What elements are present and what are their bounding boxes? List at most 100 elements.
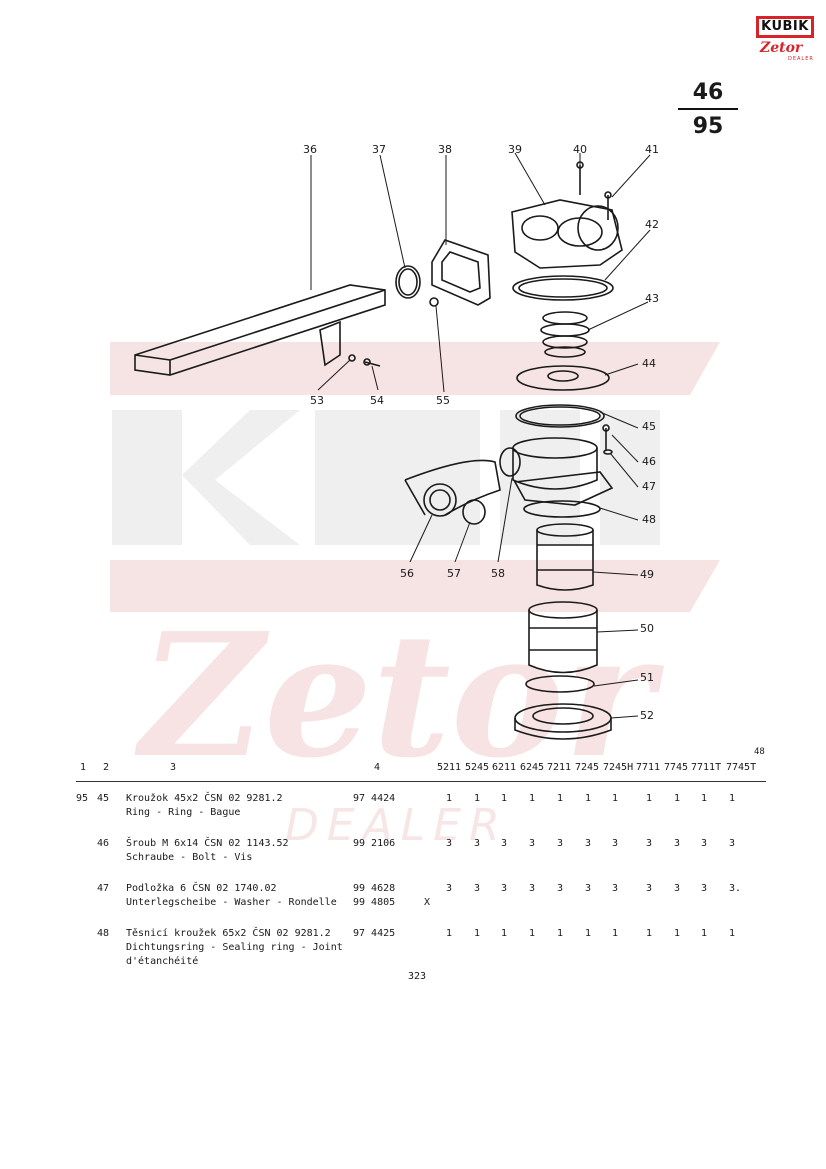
quantity-cell: 3 xyxy=(701,883,708,894)
callout-42: 42 xyxy=(645,218,659,231)
part-54-bolt xyxy=(364,361,381,367)
callout-40: 40 xyxy=(573,143,587,156)
quantity-cell: 1 xyxy=(529,928,536,939)
position-number: 45 xyxy=(97,793,110,804)
position-number: 48 xyxy=(97,928,110,939)
quantity-cell: 3 xyxy=(446,838,453,849)
group-number: 46 xyxy=(692,80,724,105)
callout-51: 51 xyxy=(640,671,654,684)
part-number: 99 2106 xyxy=(353,838,396,849)
callout-58: 58 xyxy=(491,567,505,580)
quantity-cell: 3 xyxy=(701,838,708,849)
part-56-hose xyxy=(404,459,501,517)
quantity-cell: 1 xyxy=(612,793,619,804)
page-fraction-line xyxy=(678,108,738,110)
quantity-cell: 1 xyxy=(557,793,564,804)
part-57-clip xyxy=(462,499,486,525)
quantity-cell: 1 xyxy=(446,928,453,939)
part-52-cap xyxy=(514,703,612,740)
quantity-cell: 3 xyxy=(646,883,653,894)
quantity-cell: 3 xyxy=(529,838,536,849)
zetor-logo-text: Zetor xyxy=(760,40,803,56)
part-47-washer xyxy=(603,449,613,455)
quantity-cell: 3 xyxy=(446,883,453,894)
callout-56: 56 xyxy=(400,567,414,580)
kubik-zetor-logo: KUBIK Zetor DEALER xyxy=(756,16,814,64)
part-number: 97 4424 xyxy=(353,793,396,804)
model-7711: 7711 xyxy=(636,762,661,773)
part-number: 99 4628 xyxy=(353,883,396,894)
quantity-cell: 3 xyxy=(585,883,592,894)
callout-38: 38 xyxy=(438,143,452,156)
quantity-cell: 3 xyxy=(612,883,619,894)
quantity-cell: 1 xyxy=(474,793,481,804)
description-line: Schraube - Bolt - Vis xyxy=(126,852,253,863)
part-55-nut xyxy=(429,297,439,307)
callout-41: 41 xyxy=(645,143,659,156)
col-header-fig: 1 xyxy=(80,762,87,773)
callout-44: 44 xyxy=(642,357,656,370)
model-7211: 7211 xyxy=(547,762,572,773)
part-39-cover xyxy=(511,199,623,269)
part-37-ring xyxy=(395,265,421,299)
quantity-cell: 1 xyxy=(585,928,592,939)
callout-57: 57 xyxy=(447,567,461,580)
quantity-cell: 3 xyxy=(729,838,736,849)
model-6245: 6245 xyxy=(520,762,545,773)
model-7245h: 7245H xyxy=(603,762,634,773)
description-line: Unterlegscheibe - Washer - Rondelle xyxy=(126,897,337,908)
callout-54: 54 xyxy=(370,394,384,407)
quantity-cell: 3 xyxy=(557,883,564,894)
part-44-disc xyxy=(516,365,610,391)
description-line: Dichtungsring - Sealing ring - Joint xyxy=(126,942,343,953)
quantity-cell: 1 xyxy=(646,928,653,939)
part-49-insert xyxy=(536,523,594,591)
callout-49: 49 xyxy=(640,568,654,581)
callout-36: 36 xyxy=(303,143,317,156)
part-50-cylinder xyxy=(528,601,598,674)
quantity-cell: 1 xyxy=(557,928,564,939)
callout-46: 46 xyxy=(642,455,656,468)
model-7745: 7745 xyxy=(664,762,689,773)
col-header-pos: 2 xyxy=(103,762,110,773)
part-42-gasket xyxy=(512,275,614,301)
callout-39: 39 xyxy=(508,143,522,156)
description-line: Kroužok 45x2 ČSN 02 9281.2 xyxy=(126,793,283,804)
description-line: Ring - Ring - Bague xyxy=(126,807,241,818)
callout-47: 47 xyxy=(642,480,656,493)
svg-text:Zetor: Zetor xyxy=(134,596,664,796)
quantity-cell: 1 xyxy=(646,793,653,804)
quantity-cell: 1 xyxy=(501,928,508,939)
quantity-cell: 1 xyxy=(674,928,681,939)
quantity-cell: 1 xyxy=(501,793,508,804)
quantity-cell: 3 xyxy=(646,838,653,849)
quantity-cell: 3 xyxy=(612,838,619,849)
model-6211: 6211 xyxy=(492,762,517,773)
callout-37: 37 xyxy=(372,143,386,156)
col-header-description: 3 xyxy=(170,762,177,773)
part-number: 97 4425 xyxy=(353,928,396,939)
quantity-cell: 1 xyxy=(729,793,736,804)
footer-page-number: 323 xyxy=(408,971,427,982)
exploded-parts-drawing: 36 37 38 39 40 41 42 43 44 45 46 47 48 4… xyxy=(134,143,659,740)
quantity-cell: 1 xyxy=(612,928,619,939)
table-header-rule xyxy=(76,781,766,782)
callout-52: 52 xyxy=(640,709,654,722)
part-51-ring xyxy=(525,675,595,693)
part-58-housing xyxy=(499,437,614,506)
quantity-cell: 3 xyxy=(585,838,592,849)
quantity-cell: 1 xyxy=(729,928,736,939)
position-number: 46 xyxy=(97,838,110,849)
callout-48: 48 xyxy=(642,513,656,526)
model-7745t: 7745T xyxy=(726,762,757,773)
svg-text:DEALER: DEALER xyxy=(285,800,508,851)
part-45-ring xyxy=(515,404,605,428)
quantity-cell: 3 xyxy=(529,883,536,894)
model-7711t: 7711T xyxy=(691,762,722,773)
col-header-part-number: 4 xyxy=(374,762,381,773)
quantity-cell: 3 xyxy=(674,838,681,849)
callout-55: 55 xyxy=(436,394,450,407)
quantity-cell: 1 xyxy=(474,928,481,939)
kubik-logo-text: KUBIK xyxy=(759,19,811,35)
quantity-cell: 1 xyxy=(701,793,708,804)
